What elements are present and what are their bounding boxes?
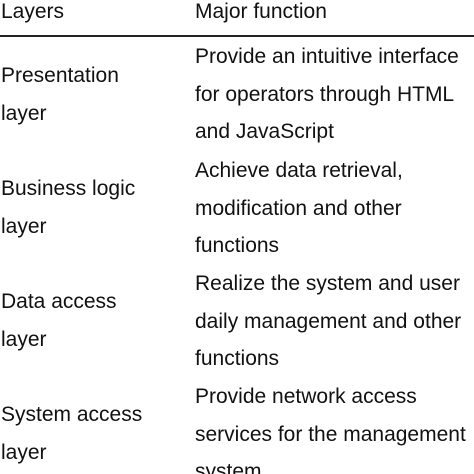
- function-line: Realize the system and user: [195, 272, 460, 295]
- header-layers: Layers: [1, 0, 65, 23]
- layer-name-line: layer: [1, 327, 47, 351]
- function-line: daily management and other: [195, 309, 462, 333]
- function-line: functions: [195, 347, 280, 370]
- function-cell: Realize the system and user daily manage…: [195, 265, 461, 378]
- layer-name-line: Presentation: [1, 64, 119, 87]
- layer-name-line: layer: [1, 101, 47, 125]
- layer-name-cell: Business logic layer: [1, 170, 135, 245]
- function-line: system: [195, 460, 262, 474]
- header-divider: [0, 35, 474, 37]
- function-line: Achieve data retrieval,: [195, 159, 403, 182]
- function-line: functions: [195, 234, 280, 257]
- table-row: Presentation layer Provide an intuitive …: [0, 45, 474, 170]
- function-line: for operators through HTML: [195, 82, 455, 106]
- function-line: Provide an intuitive interface: [195, 45, 459, 68]
- function-line: and JavaScript: [195, 120, 334, 143]
- layer-name-line: layer: [1, 440, 47, 464]
- table-header-row: Layers Major function: [0, 0, 474, 36]
- layer-name-cell: Presentation layer: [1, 57, 119, 132]
- layer-name-line: layer: [1, 214, 47, 238]
- header-major-function: Major function: [195, 0, 327, 23]
- layer-name-line: Data access: [1, 290, 117, 313]
- layer-name-line: System access: [1, 403, 143, 426]
- function-line: services for the management: [195, 422, 466, 446]
- table-row: Business logic layer Achieve data retrie…: [0, 159, 474, 283]
- table-row: System access layer: [0, 396, 474, 474]
- function-cell: Provide an intuitive interface for opera…: [195, 38, 459, 151]
- function-line: modification and other: [195, 196, 402, 220]
- layer-name-cell: System access layer: [1, 396, 142, 471]
- function-line: Provide network access: [195, 385, 417, 408]
- function-cell: Achieve data retrieval, modification and…: [195, 152, 403, 265]
- layer-name-line: Business logic: [1, 177, 136, 200]
- table-row: Data access layer Realize the system and…: [0, 272, 474, 396]
- function-cell: Provide network access services for the …: [195, 378, 466, 474]
- layer-name-cell: Data access layer: [1, 283, 117, 358]
